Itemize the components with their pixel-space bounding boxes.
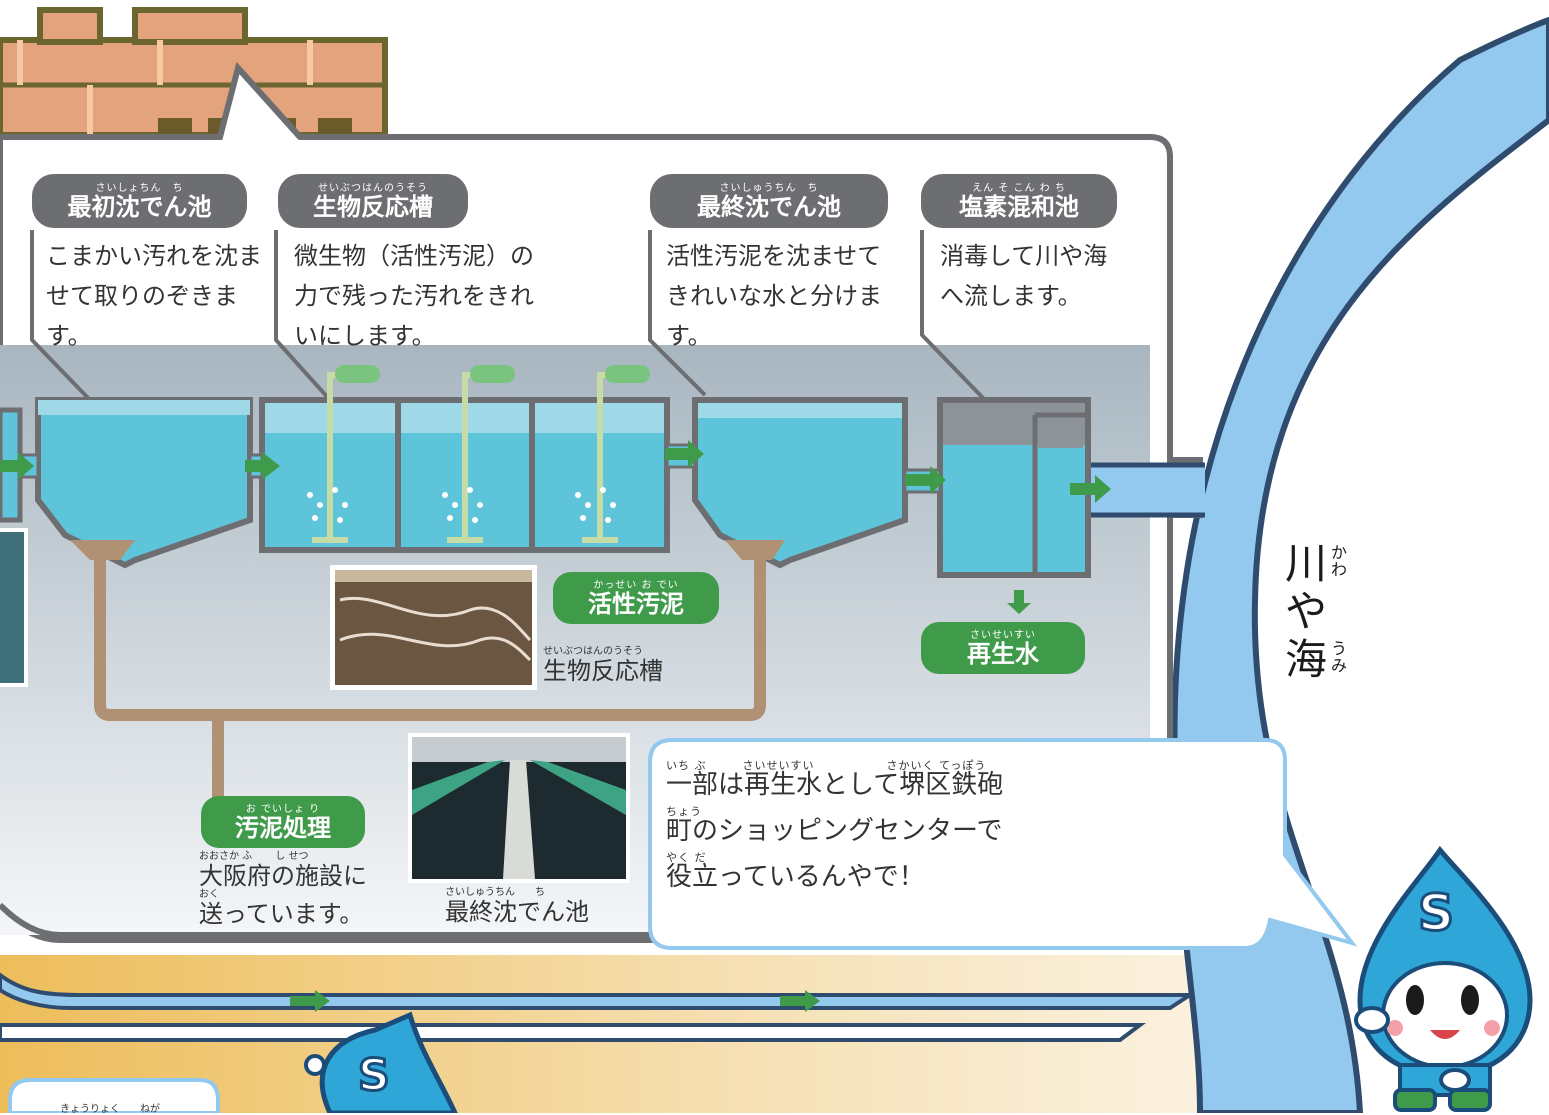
mascot-bottom: S (304, 1011, 458, 1113)
biological-reactor (259, 365, 670, 553)
stage-ruby: さいしゅうちん ち (719, 182, 819, 194)
speech-ruby: やく だ (666, 851, 707, 864)
river-ruby: うみ (1331, 639, 1348, 675)
sludge-treatment-label: お でいしょ り 汚泥処理 (201, 796, 365, 848)
caption-ruby: せいぶつはんのうそう (543, 646, 643, 657)
caption-text: 最終沈でん池 (445, 898, 589, 926)
stage-ruby: さいしょちん ち (95, 182, 184, 194)
stage-pill-primary: さいしょちん ち 最初沈でん池 (32, 174, 247, 228)
activated-sludge-label: かっせい お でい 活性汚泥 (553, 572, 719, 624)
label-ruby: かっせい お でい (593, 579, 679, 591)
primary-settling-tank (35, 397, 253, 569)
final-settling-tank (692, 397, 908, 569)
stage-title: 最終沈でん池 (697, 192, 841, 221)
desc-line: す。 (46, 322, 92, 350)
desc-line: こまかい汚れを沈ま (46, 242, 262, 270)
desc-line: へ流します。 (940, 282, 1082, 310)
reclaimed-water-label: さいせいすい 再生水 (921, 622, 1085, 674)
stage-pill-final: さいしゅうちん ち 最終沈でん池 (650, 174, 888, 228)
mascot-right: S (1354, 845, 1533, 1112)
stage-desc-chlorine: 消毒して川や海 へ流します。 (940, 236, 1107, 316)
caption-text: 送っています。 (199, 900, 364, 928)
river-ruby: かわ (1331, 543, 1348, 579)
flow-arrows (0, 440, 1111, 1012)
label-title: 汚泥処理 (235, 813, 331, 842)
speech-line: 一部は再生水として堺区鉄砲 (666, 770, 1004, 800)
label-title: 活性汚泥 (588, 589, 684, 618)
desc-line: 消毒して川や海 (940, 242, 1108, 270)
speech-line: 役立っているんやで！ (666, 862, 925, 892)
final-tank-caption: さいしゅうちん ち 最終沈でん池 (445, 887, 589, 927)
stage-desc-final: 活性汚泥を沈ませて きれいな水と分けま す。 (666, 236, 882, 356)
caption-ruby: おおさか ふ し せつ (199, 851, 309, 862)
speech-ruby: ちょう (666, 805, 702, 818)
stage-desc-bio: 微生物（活性汚泥）の 力で残った汚れをきれ いにします。 (294, 236, 534, 356)
speech-bubble-text: いち ぶ さいせいすい さかいく てっぽう 一部は再生水として堺区鉄砲 ちょう … (666, 759, 1004, 892)
stage-ruby: せいぶつはんのうそう (318, 182, 428, 194)
brick-wall (0, 7, 388, 138)
label-ruby: お でいしょ り (245, 803, 321, 815)
air-bubbles (307, 487, 616, 523)
chlorine-tank (937, 397, 1091, 578)
speech-ruby: いち ぶ さいせいすい さかいく てっぽう (666, 759, 987, 772)
caption-text: 大阪府の施設に (199, 862, 367, 890)
stage-title: 最初沈でん池 (67, 192, 212, 221)
river-sea-label: 川 や 海 かわ うみ (1285, 539, 1347, 684)
desc-line: 活性汚泥を沈ませて (666, 242, 882, 270)
bio-tank-photo (330, 565, 537, 690)
stage-title: 生物反応槽 (313, 192, 433, 221)
svg-text:S: S (358, 1050, 390, 1101)
stage-pill-chlorine: えん そ こん わ ち 塩素混和池 (921, 174, 1117, 228)
stage-pill-bio: せいぶつはんのうそう 生物反応槽 (278, 174, 468, 228)
label-ruby: さいせいすい (970, 629, 1036, 641)
final-tank-photo (408, 733, 630, 883)
caption-text: 生物反応槽 (543, 657, 663, 685)
desc-line: せて取りのぞきま (46, 282, 238, 310)
stage-ruby: えん そ こん わ ち (972, 182, 1066, 194)
caption-ruby: さいしゅうちん ち (445, 887, 545, 898)
sludge-description: おおさか ふ し せつ 大阪府の施設に おく 送っています。 (199, 851, 367, 929)
desc-line: す。 (666, 322, 712, 350)
bottom-bubble-ruby: きょうりょく ねが (60, 1104, 160, 1115)
stage-pill-cut (0, 175, 2, 229)
river-char: 海 (1285, 635, 1328, 684)
speech-line: 町のショッピングセンターで (666, 816, 1003, 846)
bio-tank-caption: せいぶつはんのうそう 生物反応槽 (543, 646, 663, 686)
stage-title: 塩素混和池 (959, 192, 1079, 221)
desc-line: 力で残った汚れをきれ (294, 282, 534, 310)
stage-desc-primary: こまかい汚れを沈ま せて取りのぞきま す。 (46, 236, 262, 356)
desc-line: 微生物（活性汚泥）の (294, 242, 534, 270)
river-char: 川 (1285, 539, 1328, 588)
river-char: や (1285, 587, 1328, 636)
sludge-pipe (94, 560, 766, 721)
desc-line: きれいな水と分けま (666, 282, 882, 310)
caption-ruby: おく (199, 889, 219, 900)
desc-line: いにします。 (294, 322, 436, 350)
label-title: 再生水 (967, 639, 1039, 668)
svg-text:S: S (1418, 884, 1454, 942)
